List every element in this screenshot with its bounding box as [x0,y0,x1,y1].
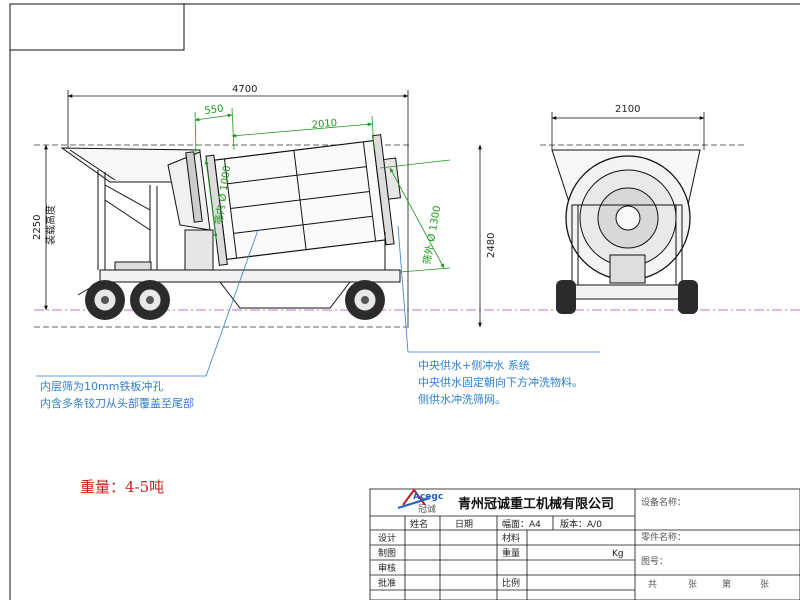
wheel [345,280,385,320]
overall-width-label: 2100 [615,104,640,115]
loading-height-value: 2250 [32,215,43,240]
part-name-label: 零件名称： [641,531,686,543]
field-scale: 比例 [502,577,520,589]
sheet-frame [9,3,800,600]
title-block: Acegc 冠诚 青州冠诚重工机械有限公司 设备名称： 零件名称： 图号： 姓名… [369,488,800,600]
weight-note: 重量：4-5吨 [80,478,164,496]
sheet-total-unit: 张 [688,579,697,590]
inner-screen-note-2: 内含多条铰刀从头部覆盖至尾部 [40,396,194,410]
dimension-lines [44,90,705,328]
company-name: 青州冠诚重工机械有限公司 [458,496,614,512]
hopper-offset-label: 550 [204,103,224,117]
field-material: 材料 [502,532,520,544]
frame-bottom-bay [219,281,351,309]
side-view-wheels [85,280,385,320]
overall-height-label: 2480 [486,233,497,258]
logo-subtext: 冠诚 [418,503,436,515]
role-review: 审核 [378,562,396,574]
wheel [130,280,170,320]
wheel [85,280,125,320]
role-drafting: 制图 [378,547,396,559]
sheet-index-label: 第 [722,578,731,590]
water-system-note-2: 中央供水固定朝向下方冲洗物料。 [418,375,583,389]
logo-text: Acegc [413,492,443,502]
role-design: 设计 [378,532,396,544]
weight-unit: Kg [612,549,624,559]
device-name-label: 设备名称： [641,496,686,508]
sheet-index-unit: 张 [760,579,769,590]
overall-length-label: 4700 [232,84,257,95]
header-name: 姓名 [410,518,428,530]
role-approve: 批准 [378,577,396,589]
water-system-note-1: 中央供水+侧冲水 系统 [418,358,530,372]
trailer-frame [99,269,401,283]
header-version: 版本：A/0 [560,518,602,530]
front-view-machine [551,149,701,300]
sheet-total-label: 共 [648,579,657,590]
header-sheet-size: 幅面：A4 [502,518,541,530]
screen-length-label: 2010 [311,118,337,131]
side-view-machine [60,134,402,309]
drive-unit [184,229,214,271]
front-view-wheels [556,280,698,314]
loading-height-label: 装载高度 [44,205,57,245]
header-date: 日期 [455,519,473,530]
drawing-no-label: 图号： [641,556,668,567]
top-left-box [9,3,185,51]
water-system-note-3: 侧供水冲洗筛网。 [418,392,506,406]
inner-screen-note-1: 内层筛为10mm铁板冲孔 [40,379,163,393]
outer-diameter-label: 筛外 Ø 1300 [420,204,443,265]
trommel-drum [205,134,402,266]
notes: 内层筛为10mm铁板冲孔 内含多条铰刀从头部覆盖至尾部 中央供水+侧冲水 系统 … [40,358,583,410]
leader-lines [36,225,600,377]
field-weight: 重量 [502,547,520,559]
